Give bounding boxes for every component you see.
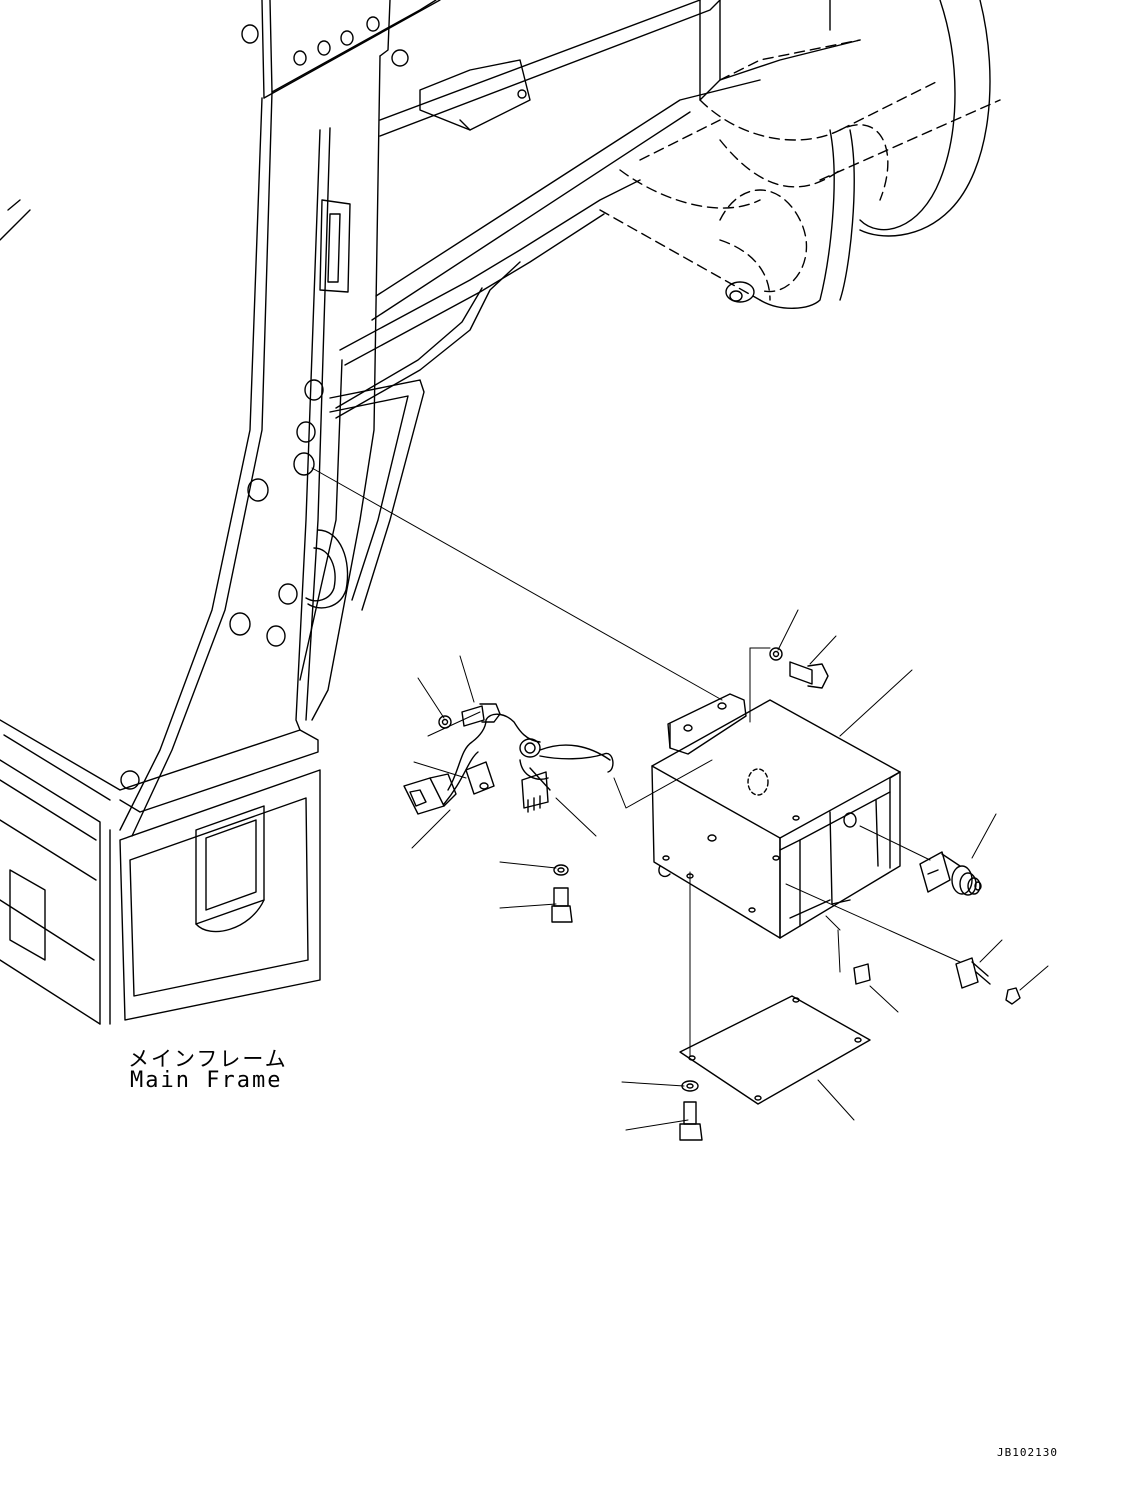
box-assembly: [651, 693, 901, 939]
drawing-id: JB102130: [997, 1446, 1058, 1459]
main-frame: [0, 0, 1001, 1025]
main-frame-label-en: Main Frame: [130, 1068, 283, 1093]
main-frame-label-jp: メインフレーム: [128, 1047, 288, 1071]
wiring-harness: [403, 713, 614, 815]
fasteners: [438, 647, 1021, 1141]
frame-bosses: [120, 16, 527, 790]
switches: [853, 851, 991, 989]
cover-plate: [679, 995, 871, 1105]
leader-lines: [311, 467, 1049, 1131]
